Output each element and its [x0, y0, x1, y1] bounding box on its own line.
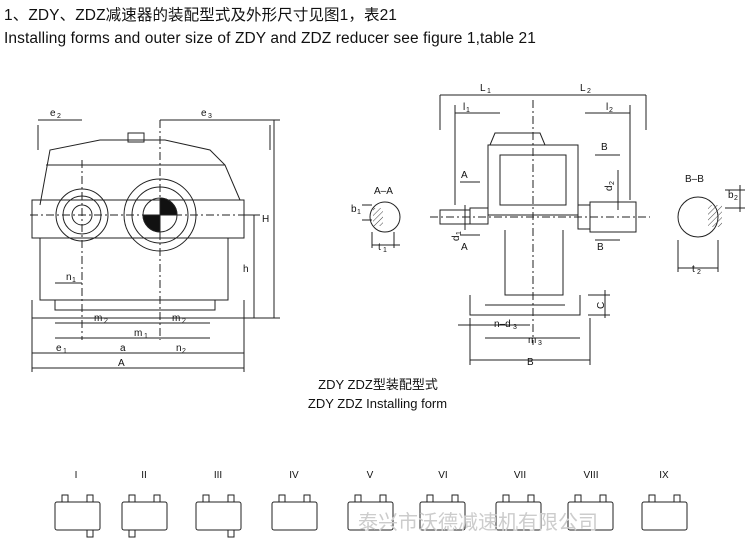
label-n-d3: n–d [494, 319, 511, 330]
label-d2-sub: 2 [609, 181, 616, 185]
side-view-labels: L 1 L 2 l 1 l 2 A A B B d 2 d 1 C n–d 3 … [451, 83, 616, 368]
label-l2: l [606, 102, 608, 113]
watermark: 泰兴市沃德减速机有限公司 [358, 510, 598, 534]
label-b1: b [351, 204, 357, 215]
installing-forms-drawing [54, 494, 688, 538]
label-l1-sub: 1 [466, 107, 470, 114]
label-B-width: B [527, 357, 534, 368]
label-n2: n [176, 343, 182, 354]
title-chinese: 1、ZDY、ZDZ减速器的装配型式及外形尺寸见图1，表21 [4, 7, 398, 24]
label-C: C [596, 302, 607, 309]
title-english: Installing forms and outer size of ZDY a… [4, 30, 536, 47]
section-b-b-title: B–B [685, 174, 704, 185]
label-t2: t [692, 264, 695, 275]
label-d1-sub: 1 [456, 231, 463, 235]
label-A: A [118, 358, 125, 369]
form-label-5: V [367, 470, 374, 481]
label-t2-sub: 2 [697, 269, 701, 276]
section-b-b-drawing [677, 185, 745, 272]
label-t1-sub: 1 [383, 247, 387, 254]
label-l2-sub: 2 [609, 107, 613, 114]
label-n1: n [66, 272, 72, 283]
label-e3: e [201, 108, 207, 119]
label-L1: L [480, 83, 486, 94]
label-m2-left: m [94, 313, 102, 324]
label-m3: m [528, 335, 536, 346]
label-a: a [120, 343, 126, 354]
form-label-9: IX [659, 470, 669, 481]
form-label-6: VI [438, 470, 447, 481]
label-t1: t [378, 242, 381, 253]
label-m2-left-sub: 2 [104, 318, 108, 325]
label-b1-sub: 1 [357, 209, 361, 216]
label-l1: l [463, 102, 465, 113]
label-L1-sub: 1 [487, 88, 491, 95]
label-e1-sub: 1 [63, 348, 67, 355]
label-e3-sub: 3 [208, 113, 212, 120]
form-label-1: I [75, 470, 78, 481]
section-a-a-drawing [362, 201, 401, 248]
label-e2: e [50, 108, 56, 119]
form-label-4: IV [289, 470, 299, 481]
section-a-a-title: A–A [374, 186, 393, 197]
form-label-8: VIII [583, 470, 598, 481]
form-label-3: III [214, 470, 222, 481]
label-B-top: B [601, 142, 608, 153]
label-n1-sub: 1 [72, 277, 76, 284]
label-B-bottom: B [597, 242, 604, 253]
side-view-drawing [430, 94, 650, 365]
label-d1: d [451, 235, 462, 241]
label-m3-sub: 3 [538, 340, 542, 347]
label-m2-right-sub: 2 [182, 318, 186, 325]
label-H: H [262, 214, 269, 225]
label-L2-sub: 2 [587, 88, 591, 95]
label-b2: b [728, 190, 734, 201]
label-b2-sub: 2 [734, 195, 738, 202]
section-b-b-labels: B–B b 2 t 2 [685, 174, 738, 276]
figure-caption-english: ZDY ZDZ Installing form [307, 396, 448, 411]
label-L2: L [580, 83, 586, 94]
label-A-top: A [461, 170, 468, 181]
section-a-a-labels: A–A b 1 t 1 [351, 186, 393, 254]
label-n-d3-sub: 3 [513, 324, 517, 331]
form-label-7: VII [514, 470, 526, 481]
form-label-2: II [141, 470, 147, 481]
label-h: h [243, 264, 249, 275]
label-A-bottom: A [461, 242, 468, 253]
label-m1-sub: 1 [144, 333, 148, 340]
label-e2-sub: 2 [57, 113, 61, 120]
figure-caption-chinese: ZDY ZDZ型装配型式 [318, 377, 438, 392]
label-d2: d [604, 185, 615, 191]
form-labels: I II III IV V VI VII VIII IX [75, 470, 669, 481]
label-m1: m [134, 328, 142, 339]
label-m2-right: m [172, 313, 180, 324]
front-view-drawing [30, 119, 280, 372]
label-n2-sub: 2 [182, 348, 186, 355]
front-view-labels: e 2 e 3 H h n 1 m 2 m 2 m 1 e 1 a n 2 A [50, 108, 269, 369]
label-e1: e [56, 343, 62, 354]
